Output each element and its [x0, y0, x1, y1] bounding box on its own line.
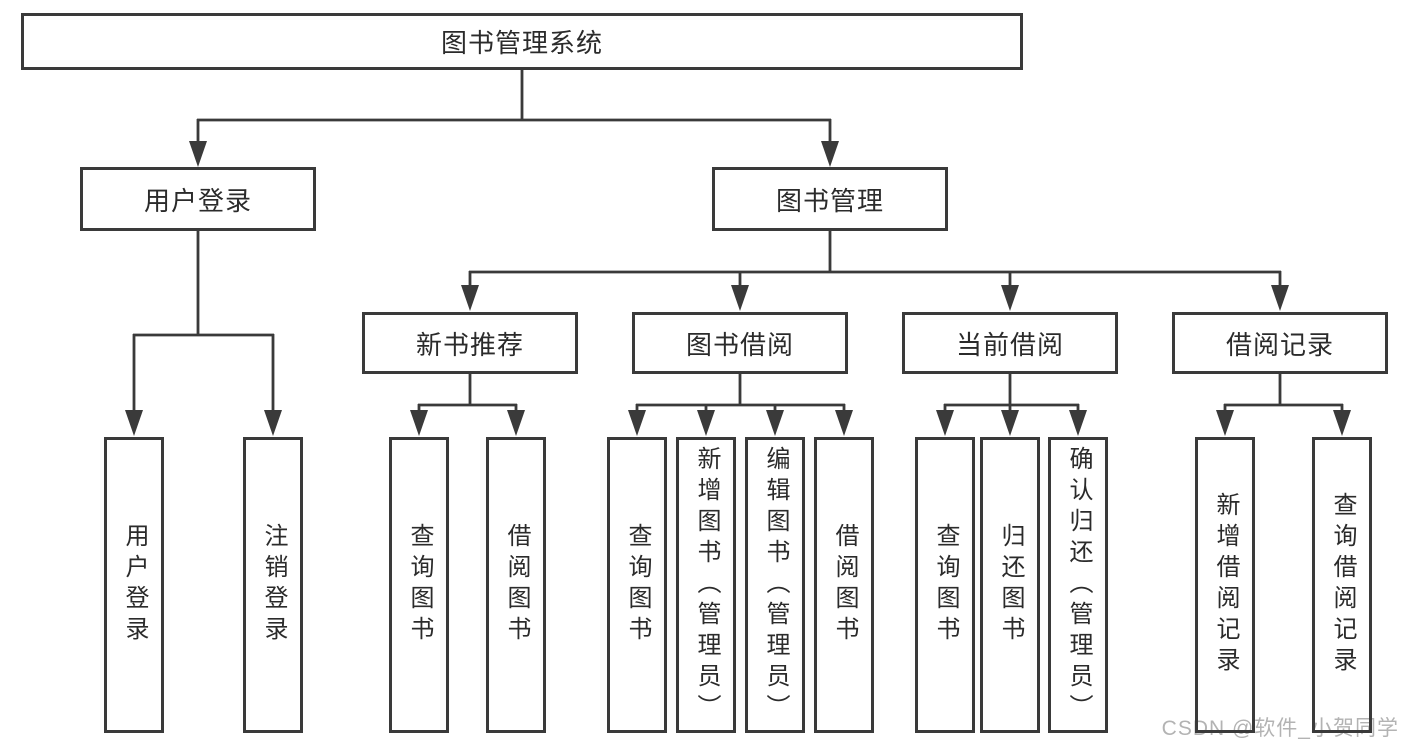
node-borrow-records: 借阅记录	[1172, 312, 1388, 374]
node-leaf-add-book-admin-label: 新增图书（管理员）	[693, 445, 720, 725]
node-borrow-records-label: 借阅记录	[1225, 329, 1334, 360]
node-book-borrow-label: 图书借阅	[685, 329, 794, 360]
node-leaf-add-borrow-record-label: 新增借阅记录	[1212, 492, 1239, 678]
node-user-login: 用户登录	[80, 167, 316, 231]
node-current-borrow: 当前借阅	[902, 312, 1118, 374]
node-leaf-edit-book-admin-label: 编辑图书（管理员）	[762, 445, 789, 725]
node-leaf-confirm-return-admin-label: 确认归还（管理员）	[1065, 445, 1092, 725]
node-leaf-query-borrow-record-label: 查询借阅记录	[1329, 492, 1356, 678]
node-leaf-query-books-recommend: 查询图书	[389, 437, 449, 733]
node-leaf-query-books-current: 查询图书	[915, 437, 975, 733]
node-leaf-logout-label: 注销登录	[260, 523, 287, 647]
node-leaf-return-books: 归还图书	[980, 437, 1040, 733]
node-leaf-add-book-admin: 新增图书（管理员）	[676, 437, 736, 733]
node-user-login-label: 用户登录	[143, 185, 252, 216]
node-current-borrow-label: 当前借阅	[955, 329, 1064, 360]
node-leaf-user-login-label: 用户登录	[121, 523, 148, 647]
node-library-system: 图书管理系统	[21, 13, 1023, 70]
node-library-system-label: 图书管理系统	[440, 28, 603, 58]
node-leaf-logout: 注销登录	[243, 437, 303, 733]
node-leaf-borrow-books-label: 借阅图书	[831, 523, 858, 647]
node-new-book-recommend-label: 新书推荐	[415, 329, 524, 360]
node-leaf-query-borrow-record: 查询借阅记录	[1312, 437, 1372, 733]
node-leaf-edit-book-admin: 编辑图书（管理员）	[745, 437, 805, 733]
node-leaf-query-books-current-label: 查询图书	[932, 523, 959, 647]
csdn-watermark: CSDN @软件_小贺同学	[1161, 717, 1399, 740]
node-leaf-add-borrow-record: 新增借阅记录	[1195, 437, 1255, 733]
node-leaf-query-books-borrow: 查询图书	[607, 437, 667, 733]
node-leaf-borrow-books: 借阅图书	[814, 437, 874, 733]
node-book-management: 图书管理	[712, 167, 948, 231]
node-leaf-return-books-label: 归还图书	[997, 523, 1024, 647]
node-leaf-query-books-recommend-label: 查询图书	[406, 523, 433, 647]
node-book-management-label: 图书管理	[775, 185, 884, 216]
node-leaf-borrow-books-recommend: 借阅图书	[486, 437, 546, 733]
node-leaf-query-books-borrow-label: 查询图书	[624, 523, 651, 647]
node-leaf-borrow-books-recommend-label: 借阅图书	[503, 523, 530, 647]
node-new-book-recommend: 新书推荐	[362, 312, 578, 374]
node-book-borrow: 图书借阅	[632, 312, 848, 374]
node-leaf-user-login: 用户登录	[104, 437, 164, 733]
node-leaf-confirm-return-admin: 确认归还（管理员）	[1048, 437, 1108, 733]
